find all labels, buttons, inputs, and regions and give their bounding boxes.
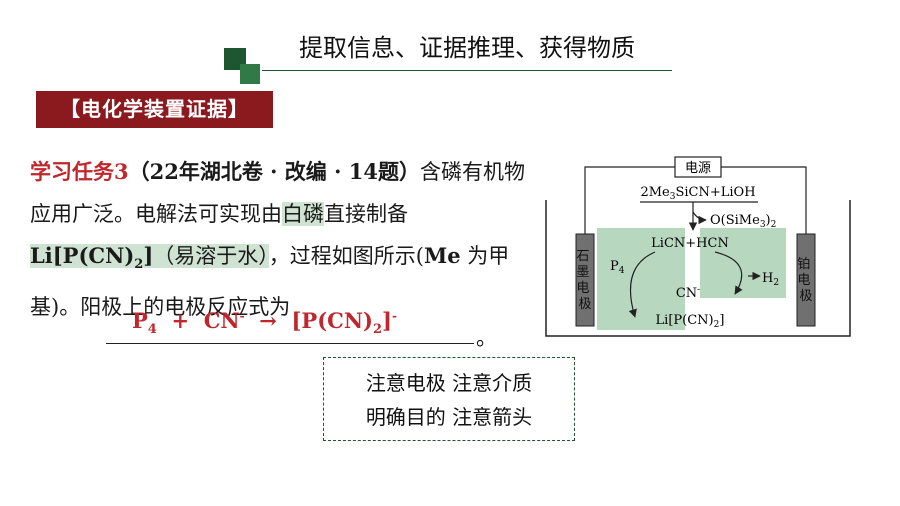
product-label: Li[P(CN)2]	[656, 313, 725, 330]
wire-right	[721, 166, 807, 234]
byproduct-arrow	[692, 211, 707, 225]
tips-box: 注意电极 注意介质 明确目的 注意箭头	[323, 357, 575, 441]
right-electrode-label: 铂 电 极	[797, 256, 814, 304]
title-underline	[262, 70, 672, 71]
anode-curve-arrow	[628, 251, 656, 318]
end-mark: 。	[476, 326, 497, 350]
highlight-product: Li[P(CN)2]（易溶于水）	[30, 243, 269, 273]
question-part-1: 含磷有机物应用广泛。电解法可实现由	[30, 160, 525, 226]
section-tag: 【电化学装置证据】	[36, 91, 273, 128]
cn-ion-label: CN-	[676, 285, 700, 301]
electrolysis-diagram: 电源 石 墨 电 极 铂 电 极 2Me3SiCN+LiOH O(SiMe3)2…	[545, 156, 851, 337]
question-part-2: 直接制备	[324, 202, 408, 226]
anode-region	[597, 228, 685, 330]
right-electrode	[796, 233, 816, 327]
answer-blank[interactable]	[106, 343, 474, 344]
highlight-white-phosphorus: 白磷	[282, 202, 324, 226]
reagent-label: 2Me3SiCN+LiOH	[640, 185, 755, 202]
left-electrode	[575, 233, 595, 327]
page-title: 提取信息、证据推理、获得物质	[299, 34, 635, 62]
left-electrode-label: 石 墨 电 极	[576, 249, 593, 312]
tips-line-2: 明确目的 注意箭头	[365, 405, 533, 429]
anode-equation: P4 + CN- → [P(CN)2]-	[132, 308, 397, 338]
cell-vessel	[545, 200, 851, 337]
tips-line-1: 注意电极 注意介质	[365, 371, 533, 395]
decor-square-light	[240, 64, 260, 84]
question-text: 学习任务3（22年湖北卷 · 改编 · 14题）含磷有机物应用广泛。电解法可实现…	[30, 151, 530, 328]
question-source: （22年湖北卷 · 改编 · 14题）	[128, 159, 420, 184]
byproduct-label: O(SiMe3)2	[710, 213, 776, 230]
wire-left	[584, 166, 675, 234]
cathode-region	[700, 228, 786, 298]
power-label: 电源	[685, 161, 711, 176]
intermediate-label: LiCN+HCN	[651, 236, 729, 251]
task-label: 学习任务3	[30, 159, 129, 184]
question-part-3: ，过程如图所示(Me 为甲基)。阳极上的电极反应式为	[30, 243, 510, 320]
cathode-curve-arrow	[714, 251, 743, 295]
